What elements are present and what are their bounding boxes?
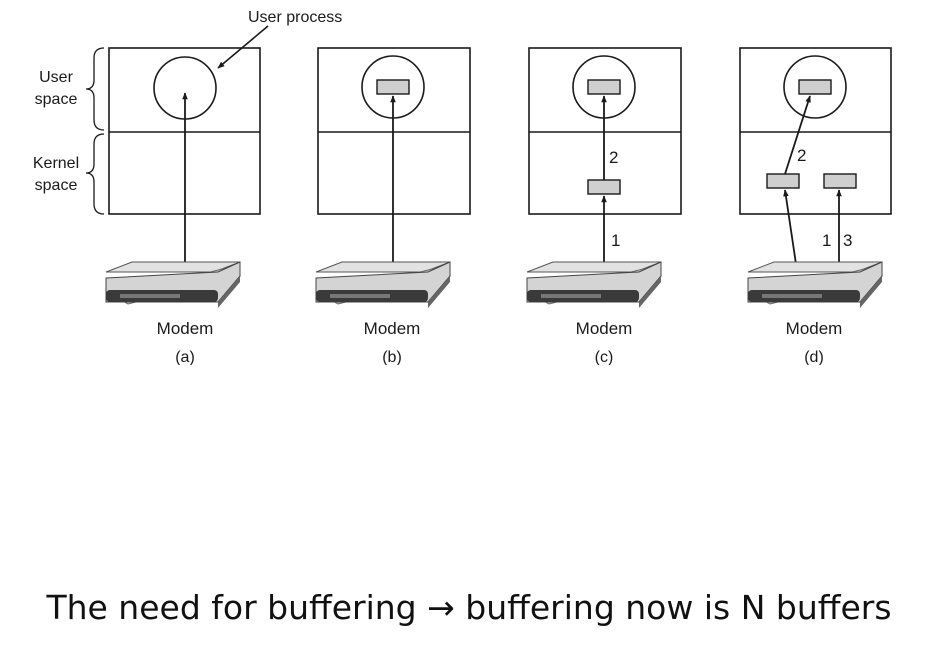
user-space-label-line2: space [35,91,78,108]
caption-text-after: buffering now is N buffers [465,588,892,627]
user-buffer [587,79,621,95]
arrow-1-label: 1 [822,231,831,250]
panel-c: 1 2 Modem (c) [526,47,682,366]
modem-label: Modem [364,319,421,338]
arrow-3-label: 3 [843,231,852,250]
panel-label: (a) [175,349,195,366]
caption-text-before: The need for buffering [46,588,417,627]
arrow-2-label: 2 [797,146,806,165]
modem-icon [105,261,241,311]
modem-icon [747,261,883,311]
arrow-2-label: 2 [609,148,618,167]
kernel-space-label-line2: space [35,177,78,194]
space-box [739,47,892,215]
arrow-1 [783,189,797,265]
modem-icon [315,261,451,311]
modem-label: Modem [157,319,214,338]
panel-d: 1 2 3 Modem (d) [739,47,892,366]
arrow-1-label: 1 [611,231,620,250]
panel-label: (c) [595,349,614,366]
space-box [317,47,471,215]
panel-label: (b) [382,349,402,366]
panel-b: Modem (b) [315,47,471,366]
modem-icon [526,261,662,311]
crop-strip [0,365,938,385]
modem-label: Modem [576,319,633,338]
panel-label: (d) [804,349,824,366]
caption-arrow-icon: → [427,588,455,627]
modem-label: Modem [786,319,843,338]
side-labels: User space Kernel space [33,47,105,215]
user-buffer [798,79,832,95]
kernel-space-brace [85,133,105,215]
kernel-space-label-line1: Kernel [33,155,79,172]
kernel-buffer [587,179,621,195]
panel-a: Modem (a) [105,47,261,366]
user-process-pointer-arrow [217,25,269,69]
kernel-buffer-1 [766,173,800,189]
user-space-brace [85,47,105,131]
user-space-label-line1: User [39,69,73,86]
slide-caption: The need for buffering → buffering now i… [0,588,938,627]
arrow-2 [784,95,811,175]
space-box [528,47,682,215]
user-process-circle [783,55,847,119]
kernel-buffer-2 [823,173,857,189]
user-buffer [376,79,410,95]
user-process-label: User process [248,9,342,26]
